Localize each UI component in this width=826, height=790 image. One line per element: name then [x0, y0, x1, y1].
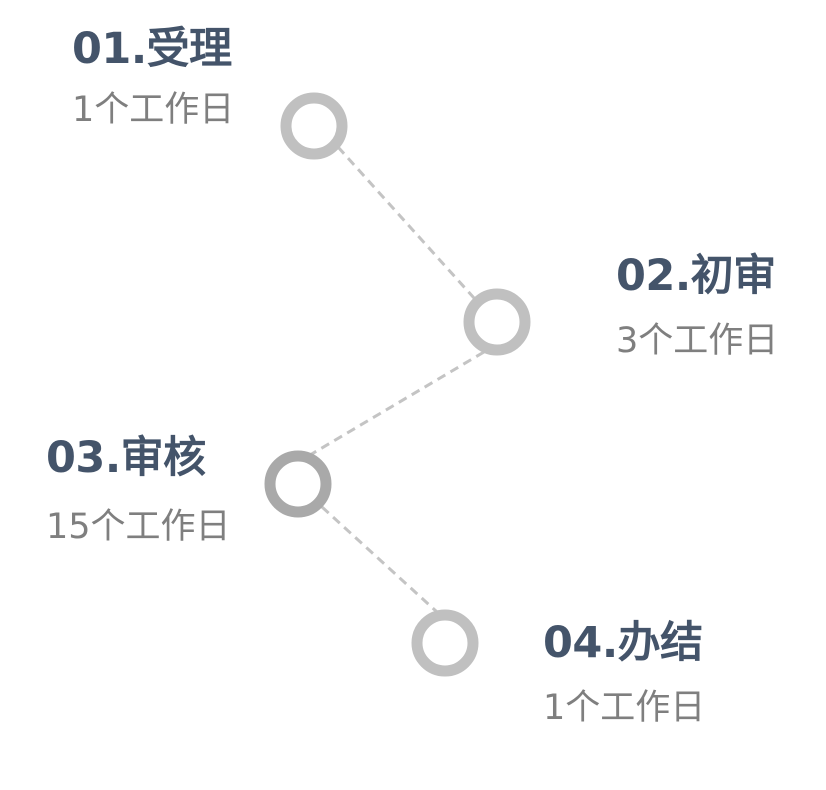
step-duration: 15个工作日: [46, 507, 231, 547]
connector-2-3: [309, 350, 485, 457]
step-node-1: [280, 92, 348, 160]
step-title: 02.初审: [616, 251, 776, 301]
step-label-3: 03.审核 15个工作日: [46, 437, 231, 545]
step-label-2: 02.初审 3个工作日: [616, 255, 778, 359]
step-node-2: [463, 288, 531, 356]
step-node-3: [264, 450, 332, 518]
step-title: 01.受理: [72, 24, 232, 74]
step-duration: 1个工作日: [543, 688, 706, 728]
step-label-1: 01.受理 1个工作日: [72, 28, 234, 128]
step-label-4: 04.办结 1个工作日: [543, 622, 705, 726]
connector-1-2: [336, 145, 476, 300]
step-title: 03.审核: [46, 433, 206, 483]
step-duration: 3个工作日: [616, 321, 779, 361]
step-node-4: [411, 609, 479, 677]
step-title: 04.办结: [543, 618, 703, 668]
connector-3-4: [320, 505, 439, 614]
step-duration: 1个工作日: [72, 90, 235, 130]
